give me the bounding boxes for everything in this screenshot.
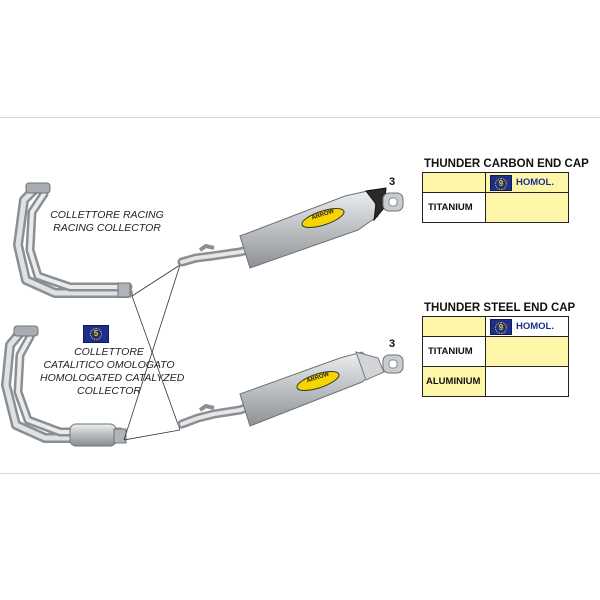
steel-header-empty-cell <box>422 316 486 337</box>
homol-label: HOMOL. <box>516 321 554 332</box>
steel-end-cap-title: THUNDER STEEL END CAP <box>424 302 576 314</box>
carbon-header-empty-cell <box>422 172 486 193</box>
homol-label: HOMOL. <box>516 177 554 188</box>
silencer-bottom-image <box>177 351 385 429</box>
end-cap-quantity-top: 3 <box>389 176 396 188</box>
steel-aluminium-label: ALUMINIUM <box>422 366 486 397</box>
badge-number: 5 <box>90 328 102 340</box>
eu-homologation-badge-collector: 5 <box>83 325 109 343</box>
carbon-titanium-homol-cell <box>485 192 569 223</box>
catalyzed-label-line-4: COLLECTOR <box>77 385 141 397</box>
steel-titanium-homol-cell <box>485 336 569 367</box>
catalyzed-label-line-2: CATALITICO OMOLOGATO <box>43 359 175 371</box>
catalyzed-collector-label: COLLETTORE CATALITICO OMOLOGATO HOMOLOGA… <box>40 346 185 398</box>
bottom-divider <box>0 473 600 474</box>
racing-label-line-1: COLLETTORE RACING <box>50 209 164 221</box>
steel-end-cap-table: 9 HOMOL. TITANIUM ALUMINIUM <box>422 316 569 397</box>
eu-homologation-badge-steel: 9 <box>490 319 512 335</box>
carbon-end-cap-table: 9 HOMOL. TITANIUM <box>422 172 569 223</box>
catalyzed-label-line-1: COLLETTORE <box>74 346 144 358</box>
catalyzed-label-line-3: HOMOLOGATED CATALYZED <box>40 372 185 384</box>
steel-aluminium-homol-cell <box>485 366 569 397</box>
racing-collector-label: COLLETTORE RACING RACING COLLECTOR <box>42 209 172 235</box>
racing-label-line-2: RACING COLLECTOR <box>53 222 161 234</box>
carbon-header-homol-cell: 9 HOMOL. <box>485 172 569 193</box>
end-cap-ring-bottom <box>382 354 404 374</box>
racing-collector-image <box>13 182 133 298</box>
silencer-top-image <box>177 187 387 269</box>
eu-homologation-badge-carbon: 9 <box>490 175 512 191</box>
top-divider <box>0 117 600 118</box>
connector-lines <box>123 264 181 441</box>
catalyzed-collector-image <box>1 325 127 447</box>
carbon-end-cap-title: THUNDER CARBON END CAP <box>424 158 589 170</box>
badge-number: 9 <box>495 178 507 190</box>
steel-titanium-label: TITANIUM <box>422 336 486 367</box>
badge-number: 9 <box>495 322 507 334</box>
end-cap-quantity-bottom: 3 <box>389 338 396 350</box>
carbon-titanium-label: TITANIUM <box>422 192 486 223</box>
steel-header-homol-cell: 9 HOMOL. <box>485 316 569 337</box>
end-cap-ring-top <box>382 192 404 212</box>
